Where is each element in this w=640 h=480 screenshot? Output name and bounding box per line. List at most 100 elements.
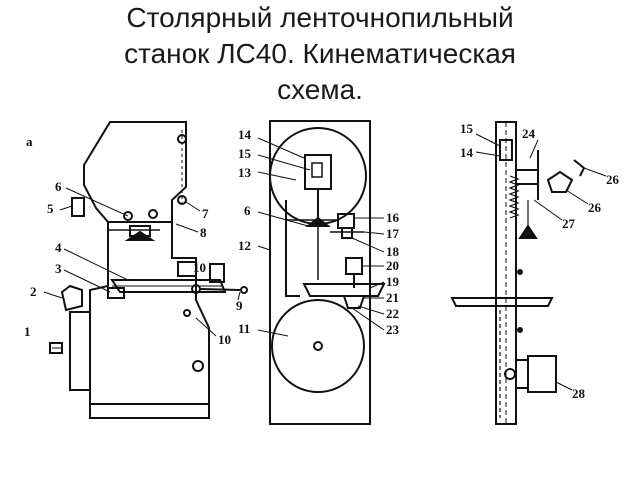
lower-wheel — [271, 299, 365, 393]
mid-label-13: 13 — [238, 165, 252, 180]
motor-pulley — [504, 368, 516, 380]
left-bolt-5 — [183, 309, 191, 317]
tension-housing — [515, 169, 539, 185]
mid-label-23: 23 — [386, 322, 400, 337]
right-lever-1 — [546, 170, 574, 193]
lower-guide-block — [345, 257, 363, 275]
mleader-19 — [369, 281, 385, 289]
left-bolt-1 — [123, 211, 133, 221]
left-label-6: 6 — [55, 179, 62, 194]
rleader-15 — [475, 133, 501, 147]
rleader-26b — [565, 189, 589, 205]
title-line-3: схема. — [277, 74, 363, 105]
left-lever — [199, 288, 241, 291]
right-table — [450, 297, 554, 307]
left-label-10a: 10 — [193, 260, 206, 275]
tension-spring — [508, 175, 520, 219]
lower-wheel-axle — [313, 341, 323, 351]
leader-4 — [63, 248, 129, 281]
upper-wheel-hub — [311, 162, 323, 178]
right-dot-1 — [517, 269, 523, 275]
right-label-27: 27 — [562, 216, 576, 231]
mleader-11 — [257, 329, 289, 337]
mleader-18 — [351, 237, 385, 253]
tension-nut — [341, 227, 353, 239]
right-lever-2 — [573, 159, 586, 177]
middle-inner-frame — [285, 200, 300, 297]
mid-label-6: 6 — [244, 203, 251, 218]
right-label-14: 14 — [460, 145, 474, 160]
leader-6 — [65, 187, 129, 217]
mleader-12 — [257, 245, 271, 251]
right-guide — [518, 224, 538, 239]
left-throat-opening — [108, 221, 173, 258]
middle-frame — [269, 120, 371, 425]
left-lever-knob — [240, 286, 248, 294]
upper-guide — [305, 216, 331, 227]
motor-flange — [515, 359, 529, 389]
motor-body — [527, 355, 557, 393]
left-side-cover — [69, 311, 91, 391]
mid-label-17: 17 — [386, 226, 400, 241]
panel-label: а — [26, 134, 33, 149]
left-bolt-6 — [192, 360, 204, 372]
slide-title: Столярный ленточнопильный станок ЛС40. К… — [20, 0, 620, 108]
leader-3 — [63, 269, 111, 293]
left-side-guide — [209, 263, 225, 283]
rleader-27 — [533, 199, 563, 221]
mleader-22 — [357, 305, 385, 315]
mleader-13 — [257, 171, 297, 181]
left-label-1: 1 — [24, 324, 31, 339]
title-line-1: Столярный ленточнопильный — [126, 2, 514, 33]
left-label-5: 5 — [47, 201, 54, 216]
right-label-28: 28 — [572, 386, 586, 401]
right-label-26a: 26 — [606, 172, 620, 187]
mid-label-12: 12 — [238, 238, 251, 253]
rleader-26a — [583, 167, 607, 177]
title-line-2: станок ЛС40. Кинематическая — [124, 38, 516, 69]
right-dot-2 — [517, 327, 523, 333]
left-door-handle — [71, 197, 85, 217]
upper-wheel-bracket — [304, 154, 332, 190]
mid-label-22: 22 — [386, 306, 399, 321]
leader-7 — [185, 201, 201, 212]
left-label-2: 2 — [30, 284, 37, 299]
leader-8 — [175, 223, 199, 233]
left-label-9: 9 — [236, 298, 243, 313]
leader-9 — [237, 291, 241, 301]
middle-table — [302, 283, 386, 297]
mid-label-18: 18 — [386, 244, 400, 259]
left-table-bracket — [107, 287, 125, 299]
rleader-24 — [529, 139, 539, 159]
right-upper-hub — [499, 139, 513, 161]
mleader-23 — [351, 307, 385, 331]
rleader-14 — [475, 151, 501, 157]
table-support — [342, 295, 366, 309]
right-view: 15 14 24 26 26 27 28 — [450, 121, 620, 425]
left-label-3: 3 — [55, 261, 62, 276]
leader-10b — [195, 317, 217, 337]
left-bolt-2 — [148, 209, 158, 219]
mleader-15 — [257, 154, 311, 171]
middle-view: 14 15 13 6 12 11 16 17 18 20 19 21 22 23 — [238, 120, 400, 425]
left-table-block — [177, 261, 197, 277]
left-label-8: 8 — [200, 225, 207, 240]
mleader-17 — [363, 231, 385, 235]
mleader-6 — [257, 211, 309, 227]
left-view: а — [24, 121, 248, 419]
mid-label-19: 19 — [386, 274, 400, 289]
mid-label-15: 15 — [238, 146, 252, 161]
mid-label-21: 21 — [386, 290, 399, 305]
left-label-10b: 10 — [218, 332, 231, 347]
left-housing-outline — [83, 121, 210, 419]
leader-5 — [59, 205, 73, 211]
left-guide-tip — [124, 230, 156, 241]
mid-label-11: 11 — [238, 321, 250, 336]
mid-label-14: 14 — [238, 127, 252, 142]
right-label-26b: 26 — [588, 200, 602, 215]
mleader-14 — [257, 137, 305, 159]
rleader-28 — [555, 381, 573, 391]
left-handwheel — [60, 284, 83, 312]
